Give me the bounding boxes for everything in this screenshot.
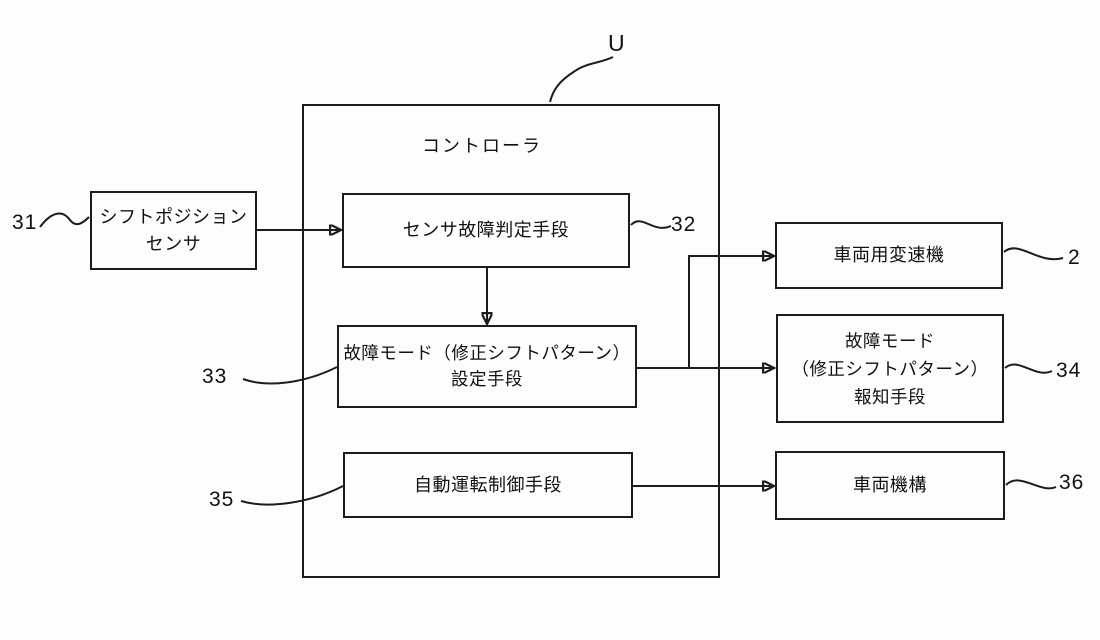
controller-outer-box bbox=[302, 104, 720, 578]
ref-label-32: 32 bbox=[671, 213, 697, 236]
box-auto-drive-control: 自動運転制御手段 bbox=[343, 452, 633, 518]
box-vehicle-mechanism: 車両機構 bbox=[775, 451, 1005, 520]
box-sensor-fault-judging: センサ故障判定手段 bbox=[342, 193, 630, 268]
leader-line-31 bbox=[39, 212, 90, 228]
leader-line-2 bbox=[1003, 247, 1064, 261]
ref-label-2: 2 bbox=[1068, 246, 1081, 269]
box-shift-position-sensor: シフトポジション センサ bbox=[90, 191, 257, 270]
ref-label-36: 36 bbox=[1059, 471, 1085, 494]
ref-label-33: 33 bbox=[202, 365, 228, 388]
ref-label-31: 31 bbox=[12, 211, 38, 234]
ref-label-34: 34 bbox=[1056, 359, 1082, 382]
controller-title: コントローラ bbox=[422, 136, 542, 156]
box-failure-mode-notify: 故障モード （修正シフトパターン） 報知手段 bbox=[776, 314, 1004, 423]
leader-line-34 bbox=[1004, 363, 1053, 374]
leader-line-U bbox=[549, 56, 614, 103]
box-failure-mode-setting: 故障モード（修正シフトパターン） 設定手段 bbox=[337, 325, 637, 408]
box-vehicle-transmission: 車両用変速機 bbox=[775, 222, 1003, 289]
ref-label-35: 35 bbox=[209, 488, 235, 511]
leader-line-36 bbox=[1005, 479, 1057, 490]
ref-label-U: U bbox=[608, 30, 626, 56]
